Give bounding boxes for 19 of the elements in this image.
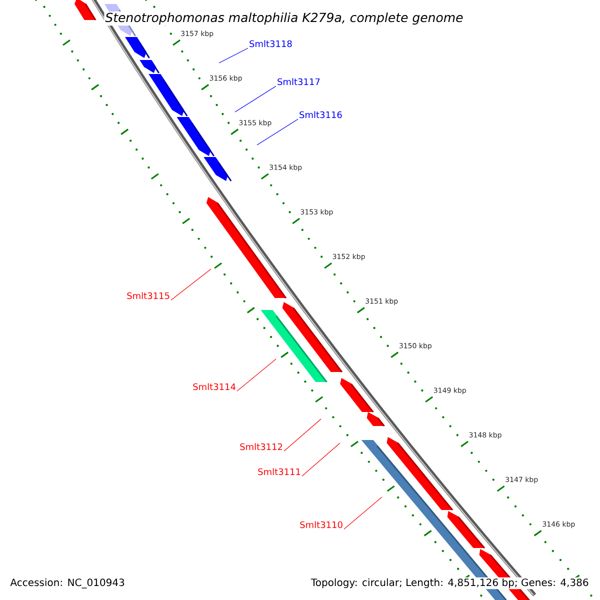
gene-label: Smlt3117 [278, 78, 320, 86]
leader-line [284, 418, 322, 452]
gene-label: Smlt3112 [240, 443, 282, 450]
accession-text: Accession: NC_010943 [9, 577, 126, 590]
gene-label: Smlt3114 [193, 383, 236, 390]
leader-line [170, 268, 212, 300]
leader-line [302, 442, 340, 476]
summary-text: Topology: circular; Length: 4,851,126 bp; Genes: 4,386 [310, 577, 590, 590]
gene-label: Smlt3118 [250, 40, 292, 48]
leader-line [236, 358, 276, 392]
gene-label: Smlt3111 [258, 468, 300, 476]
leader-line [256, 118, 298, 146]
gene-label: Smlt3115 [127, 292, 170, 300]
gene-label: Smlt3110 [300, 521, 342, 528]
gene-label: Smlt3116 [300, 111, 342, 118]
title: Stenotrophomonas maltophilia K279a, complete genome [104, 12, 464, 26]
leader-line [344, 496, 382, 530]
leader-line [218, 48, 248, 64]
leader-line [234, 86, 276, 112]
